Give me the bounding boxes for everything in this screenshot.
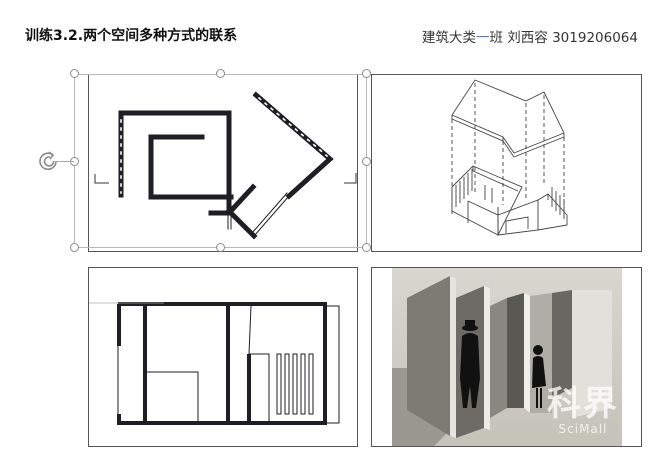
resize-handle-top-right[interactable] xyxy=(362,69,371,78)
resize-handle-bottom-center[interactable] xyxy=(216,243,225,252)
resize-handle-top-center[interactable] xyxy=(216,69,225,78)
rotate-icon[interactable] xyxy=(38,150,60,172)
author-class-prefix: 建筑大类 xyxy=(422,30,477,46)
resize-handle-middle-right[interactable] xyxy=(362,157,371,166)
resize-handle-bottom-right[interactable] xyxy=(362,243,371,252)
author-info: 建筑大类一班 刘西容 3019206064 xyxy=(422,26,638,46)
resize-handle-top-left[interactable] xyxy=(70,69,79,78)
rotate-handle-connector xyxy=(57,161,74,162)
plan-drawing-image[interactable] xyxy=(88,74,358,252)
scimall-watermark: 科界 SciMall xyxy=(547,384,619,436)
author-class-dash: 一 xyxy=(476,30,490,46)
author-name-id: 班 刘西容 3019206064 xyxy=(489,30,638,46)
resize-handle-bottom-left[interactable] xyxy=(70,243,79,252)
section-drawing-image[interactable] xyxy=(88,267,358,447)
axonometric-drawing-image[interactable] xyxy=(371,74,642,252)
perspective-sketch-image[interactable]: 科界 SciMall xyxy=(371,267,642,447)
page-title: 训练3.2.两个空间多种方式的联系 xyxy=(25,28,238,44)
